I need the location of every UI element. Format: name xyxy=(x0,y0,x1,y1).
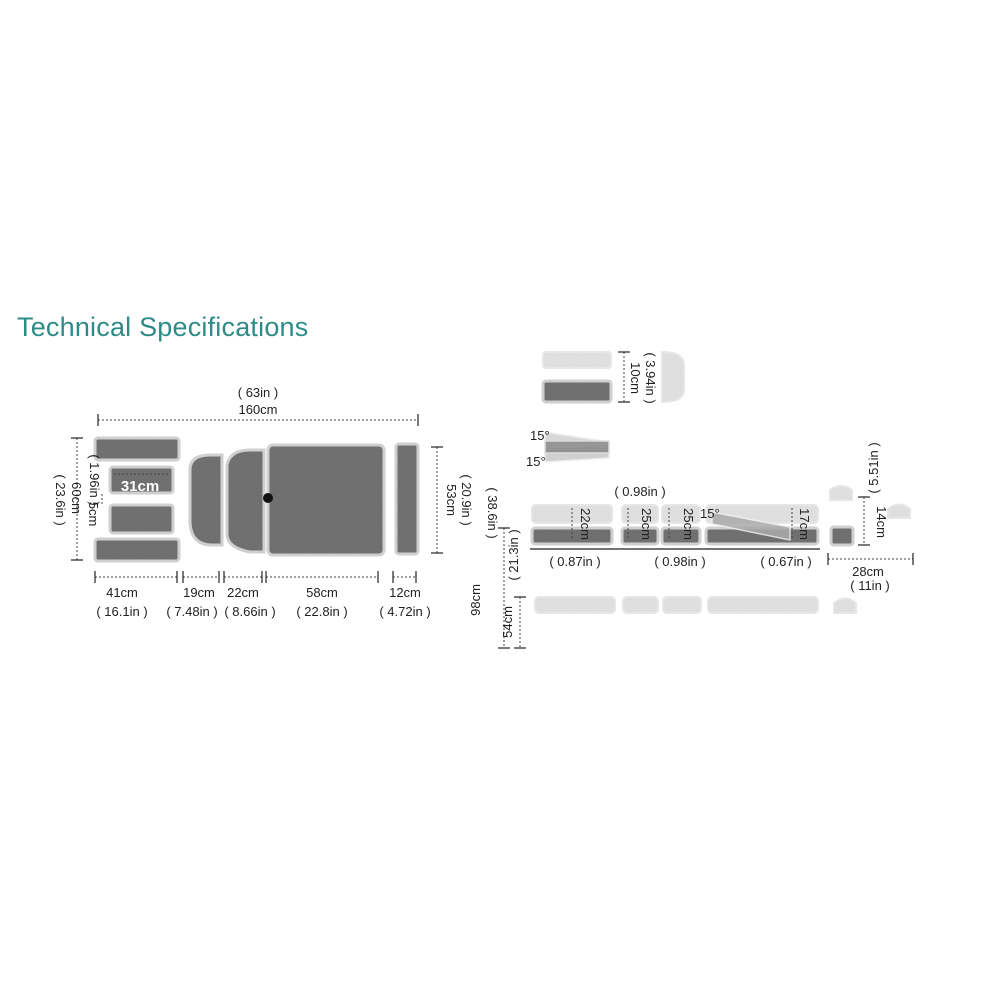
arm-gap-cm: 5cm xyxy=(86,502,101,527)
min-height-in: ( 21.3in ) xyxy=(506,529,521,580)
armrest-height-in: ( 3.94in ) xyxy=(643,352,658,403)
tilt-angle-bottom: 15° xyxy=(526,454,546,469)
thickness-in-1: ( 0.87in ) xyxy=(549,554,600,569)
segment-in: ( 7.48in ) xyxy=(166,604,217,619)
tilt-angle-mid: 15° xyxy=(700,506,720,521)
top-view: ( 63in ) 160cm ( 23.6in ) 60cm 31cm 5cm … xyxy=(53,385,474,619)
face-hole xyxy=(263,493,273,503)
overall-length-cm: 160cm xyxy=(238,402,277,417)
segment-cm: 41cm xyxy=(106,585,138,600)
arm-gap-in: ( 1.96in ) xyxy=(87,454,102,505)
side-pad-seat xyxy=(620,526,660,546)
segment-cm: 58cm xyxy=(306,585,338,600)
tilt-angle-top: 15° xyxy=(530,428,550,443)
seat-section xyxy=(225,448,266,554)
head-pad-end xyxy=(887,503,911,519)
armrest-height-cm: 10cm xyxy=(628,362,643,394)
segment-cm: 12cm xyxy=(389,585,421,600)
min-height-cm: 54cm xyxy=(500,606,515,638)
segment-in: ( 16.1in ) xyxy=(96,604,147,619)
thickness-cm-1: 22cm xyxy=(578,508,593,540)
tilt-pad xyxy=(544,440,610,454)
lowered-pad xyxy=(707,596,819,614)
head-width-cm: 28cm xyxy=(852,564,884,579)
armrest-length-cm: 31cm xyxy=(121,478,159,495)
height-cm: 53cm xyxy=(444,484,459,516)
width-cm: 60cm xyxy=(69,482,84,514)
thickness-in-3: ( 0.67in ) xyxy=(760,554,811,569)
segment-in: ( 22.8in ) xyxy=(296,604,347,619)
lowered-pad xyxy=(622,596,659,614)
armrest-top-light xyxy=(542,351,612,369)
gap-top-in: ( 0.98in ) xyxy=(614,484,665,499)
backrest-tilt xyxy=(711,511,791,541)
head-width-in: ( 11in ) xyxy=(850,578,890,593)
height-in: ( 20.9in ) xyxy=(459,474,474,525)
max-height-in: ( 38.6in ) xyxy=(485,487,500,538)
segment-in: ( 4.72in ) xyxy=(379,604,430,619)
thickness-in-2: ( 0.98in ) xyxy=(654,554,705,569)
max-height-cm: 98cm xyxy=(468,584,483,616)
segment-cm: 19cm xyxy=(183,585,215,600)
side-view: 10cm ( 3.94in ) 15° 15° ( 38.6in ) 98cm … xyxy=(468,350,914,649)
thickness-cm-3: 25cm xyxy=(681,508,696,540)
width-in: ( 23.6in ) xyxy=(53,474,68,525)
lowered-pad xyxy=(534,596,616,614)
thickness-cm-2: 25cm xyxy=(639,508,654,540)
armrest-top-dark xyxy=(541,379,613,404)
overall-length-in: ( 63in ) xyxy=(238,385,278,400)
lowered-pad xyxy=(662,596,702,614)
arm-pad-upper xyxy=(93,436,181,462)
page-title: Technical Specifications xyxy=(17,312,309,342)
arm-rest-lower xyxy=(108,503,175,535)
head-height-cm: 14cm xyxy=(874,506,889,538)
backrest-section xyxy=(266,443,386,557)
armrest-end-cap xyxy=(661,350,685,404)
arm-rest-upper xyxy=(108,465,175,495)
arm-pad-lower xyxy=(93,537,181,563)
thickness-cm-4: 17cm xyxy=(797,508,812,540)
head-pad-top xyxy=(829,485,853,501)
head-section xyxy=(394,442,420,556)
head-pad-side xyxy=(829,525,855,547)
side-pad-mid xyxy=(660,526,702,546)
head-height-in: ( 5.51in ) xyxy=(866,442,881,493)
segment-dimensions: 41cm ( 16.1in ) 19cm ( 7.48in ) 22cm ( 8… xyxy=(94,571,431,619)
leg-section xyxy=(188,453,224,547)
lowered-head-pad xyxy=(833,597,857,614)
segment-in: ( 8.66in ) xyxy=(224,604,275,619)
segment-cm: 22cm xyxy=(227,585,259,600)
